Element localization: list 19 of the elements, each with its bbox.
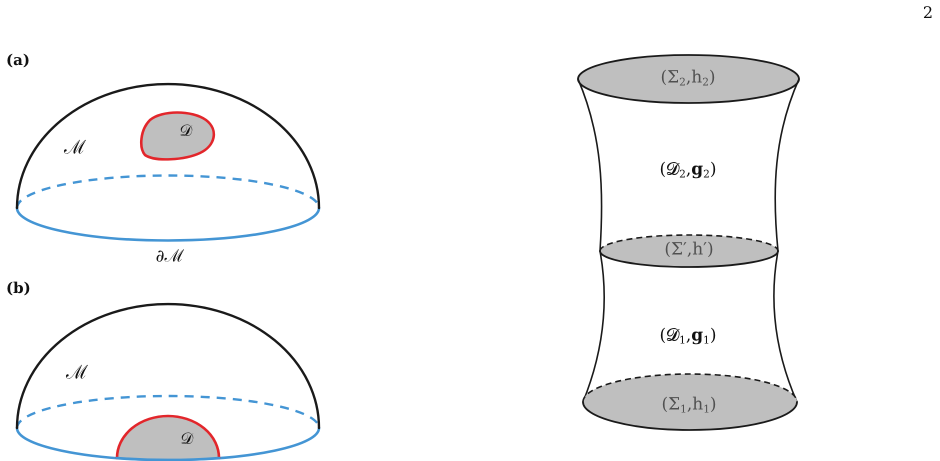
hemisphere	[15, 303, 320, 461]
region-label: (𝓓$_{2}$,g$_{2}$)	[660, 162, 716, 178]
region-label: (𝓓$_{1}$,g$_{1}$)	[660, 328, 716, 344]
manifold-label: ℳ	[64, 138, 86, 158]
region-label: 𝒟	[180, 431, 194, 447]
shaded-ellipse	[599, 234, 779, 268]
cap-label: (Σ$_{1}$,h$_{1}$)	[661, 396, 717, 414]
panel-label: (a)	[6, 52, 30, 68]
shaded-ellipse	[582, 373, 798, 431]
cap-label: (Σ′,h′)	[664, 242, 714, 258]
shaded-half-disc	[115, 414, 221, 461]
shaded-ellipse	[577, 54, 800, 104]
region-label: 𝒟	[180, 123, 192, 139]
panel-label: (b)	[6, 280, 31, 296]
shaded-region	[139, 110, 217, 163]
cap-label: (Σ$_{2}$,h$_{2}$)	[660, 70, 716, 86]
boundary-label: ∂ℳ	[156, 248, 184, 266]
page-number: 2	[922, 5, 934, 21]
manifold-label: ℳ	[66, 364, 88, 382]
